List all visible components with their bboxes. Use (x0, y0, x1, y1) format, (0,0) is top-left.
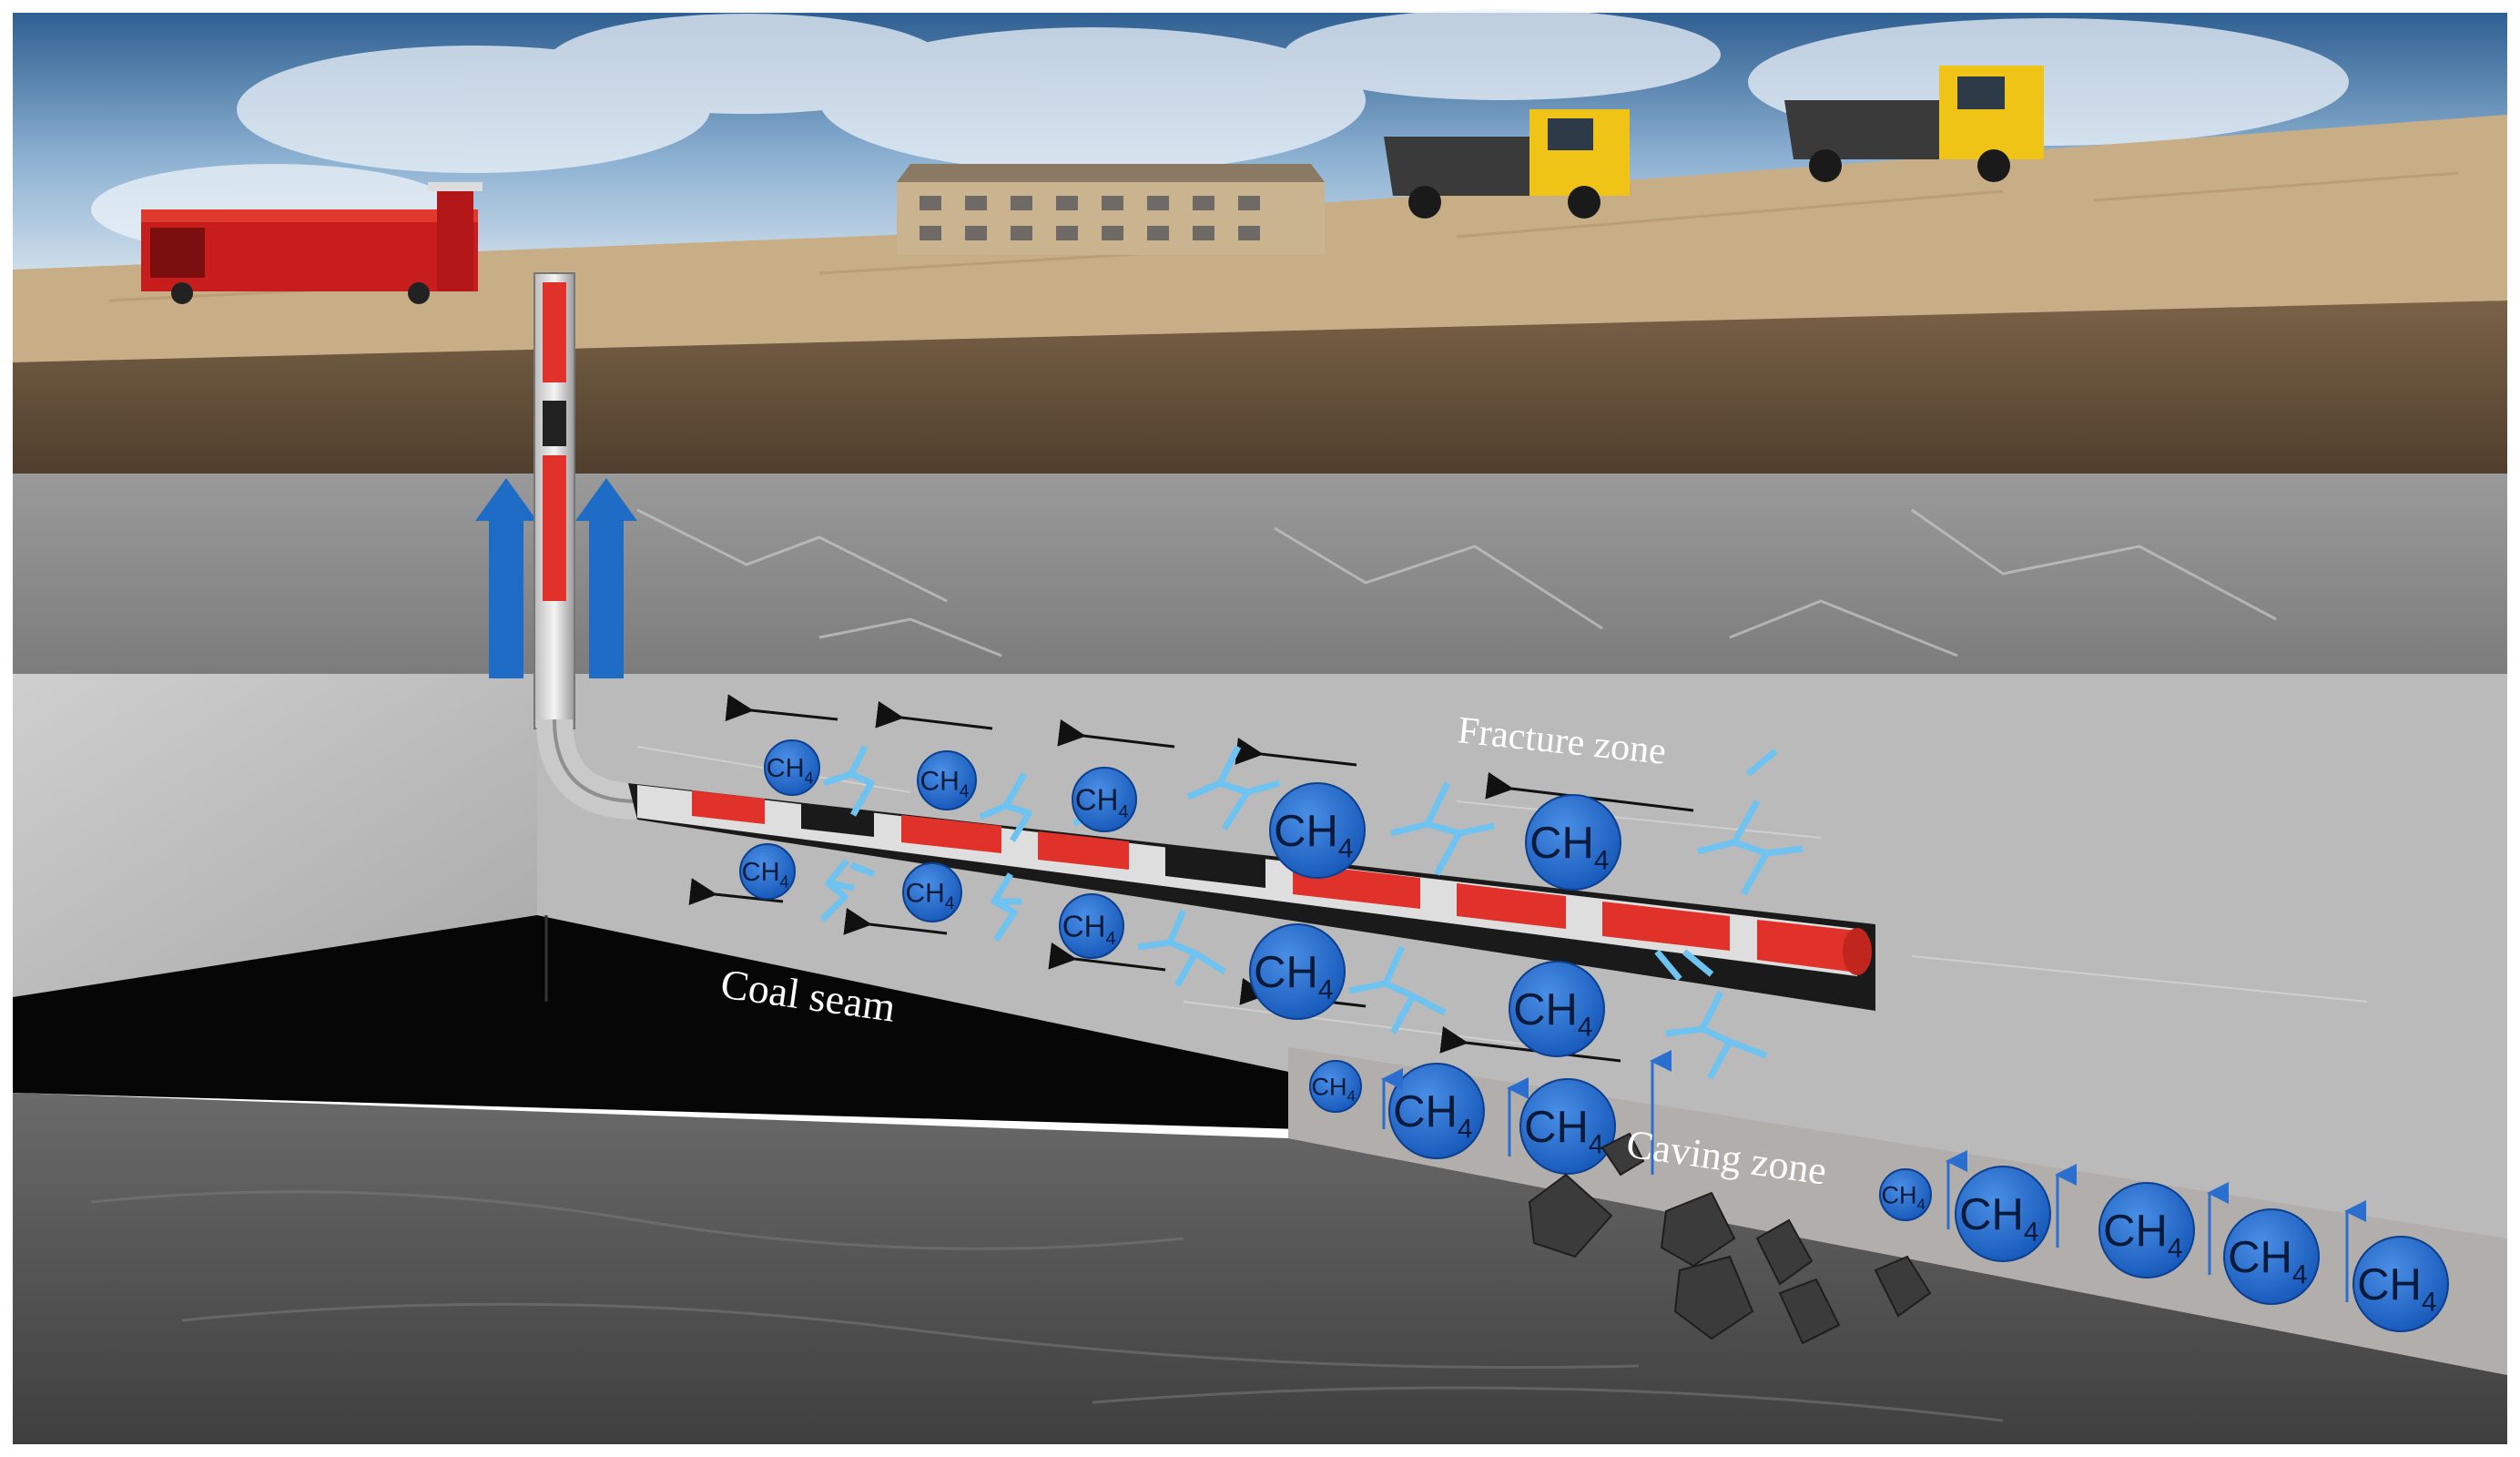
building-icon (897, 164, 1325, 255)
bottom-rock-floor (13, 1093, 2507, 1444)
ch4-label: CH4 (1393, 1087, 1472, 1144)
dump-truck-icon (1384, 109, 1630, 219)
ch4-molecule-icon: CH4 (1519, 1078, 1616, 1175)
ch4-molecule-icon: CH4 (1955, 1166, 2051, 1262)
ch4-molecule-icon: CH4 (2098, 1182, 2195, 1279)
rock-fragment-icon (1528, 1132, 1932, 1345)
soil-layer (13, 301, 2507, 483)
coal-seam-band (13, 915, 1302, 1129)
ch4-molecule-icon: CH4 (1269, 782, 1366, 879)
ch4-molecule-icon: CH4 (2352, 1236, 2449, 1332)
main-rock-texture (636, 746, 2368, 1048)
ch4-molecule-icon: CH4 (1525, 794, 1621, 891)
ch4-molecule-icon: CH4 (1309, 1060, 1362, 1113)
ch4-molecule-icon: CH4 (1879, 1168, 1932, 1221)
flow-arrow-icon (475, 478, 637, 678)
ch4-molecule-icon: CH4 (1388, 1063, 1485, 1159)
gray-rock-layer (13, 474, 2507, 674)
dump-truck-icon (1784, 66, 2044, 182)
ch4-label: CH4 (1274, 807, 1353, 863)
drilling-rig-icon (141, 182, 483, 304)
rock-veins (636, 508, 2277, 657)
ch4-molecule-icon: CH4 (917, 750, 977, 810)
ch4-molecule-icon: CH4 (902, 862, 962, 922)
borehole-pipe-icon (533, 272, 1875, 1011)
ch4-molecule-icon: CH4 (1509, 961, 1605, 1057)
floor-texture (90, 1190, 2004, 1422)
horizontal-pipe (637, 785, 1872, 976)
ch4-molecule-icon: CH4 (1249, 923, 1346, 1020)
ch4-molecule-icon: CH4 (764, 739, 820, 796)
ch4-molecule-icon: CH4 (1059, 893, 1124, 959)
fracture-icon (819, 745, 1804, 1080)
ch4-molecule-icon: CH4 (2223, 1208, 2320, 1305)
ch4-molecule-icon: CH4 (1072, 767, 1137, 832)
flow-arrow-icon (1381, 1050, 2366, 1302)
ch4-molecule-icon: CH4 (739, 843, 796, 900)
left-rock-face (13, 674, 537, 997)
